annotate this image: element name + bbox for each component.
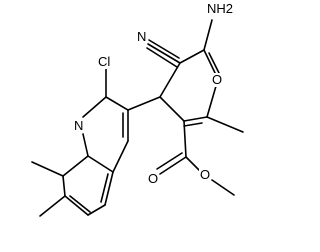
bond <box>69 195 91 213</box>
bond <box>112 140 129 173</box>
bond <box>39 195 66 217</box>
ring-oxygen-label: O <box>211 72 224 87</box>
bond-skeleton <box>31 19 244 217</box>
bond <box>147 43 181 64</box>
bond <box>183 120 187 158</box>
bond <box>100 173 109 203</box>
bond <box>156 152 183 170</box>
bond <box>146 47 178 68</box>
bond <box>31 161 64 177</box>
bond <box>179 49 205 64</box>
bond <box>159 156 187 175</box>
bond <box>211 179 235 196</box>
bond <box>203 19 213 51</box>
bond <box>82 133 89 157</box>
bond <box>203 49 217 76</box>
chloro-text: Cl <box>98 54 111 69</box>
bond <box>159 62 181 98</box>
ester-carbonyl-oxygen-text: O <box>148 171 159 186</box>
bond <box>62 175 66 197</box>
bond <box>159 96 185 122</box>
bond <box>206 116 244 133</box>
bond <box>87 155 114 173</box>
bond <box>208 52 221 76</box>
amino-text: NH2 <box>207 1 234 16</box>
quinoline-nitrogen-label: N <box>73 118 85 133</box>
bond <box>183 122 203 127</box>
bond <box>206 85 217 118</box>
bond <box>82 96 107 118</box>
ester-ether-oxygen-text: O <box>200 167 211 182</box>
chloro-label: Cl <box>97 54 112 69</box>
bond <box>148 39 180 59</box>
bond <box>104 171 114 206</box>
bond <box>183 116 208 122</box>
ester-ether-oxygen-label: O <box>199 167 212 182</box>
cyano-nitrogen-text: N <box>137 29 147 44</box>
molecule-diagram: NH2 N O Cl N O O <box>31 1 244 217</box>
ring-oxygen-text: O <box>212 72 223 87</box>
bond <box>62 155 89 177</box>
amino-label: NH2 <box>206 1 235 16</box>
quinoline-nitrogen-text: N <box>74 118 84 133</box>
ester-carbonyl-oxygen-label: O <box>147 171 160 186</box>
bond <box>127 96 161 111</box>
bond <box>87 204 106 216</box>
bond <box>64 195 89 216</box>
cyano-nitrogen-label: N <box>136 29 148 44</box>
bond <box>105 96 129 111</box>
